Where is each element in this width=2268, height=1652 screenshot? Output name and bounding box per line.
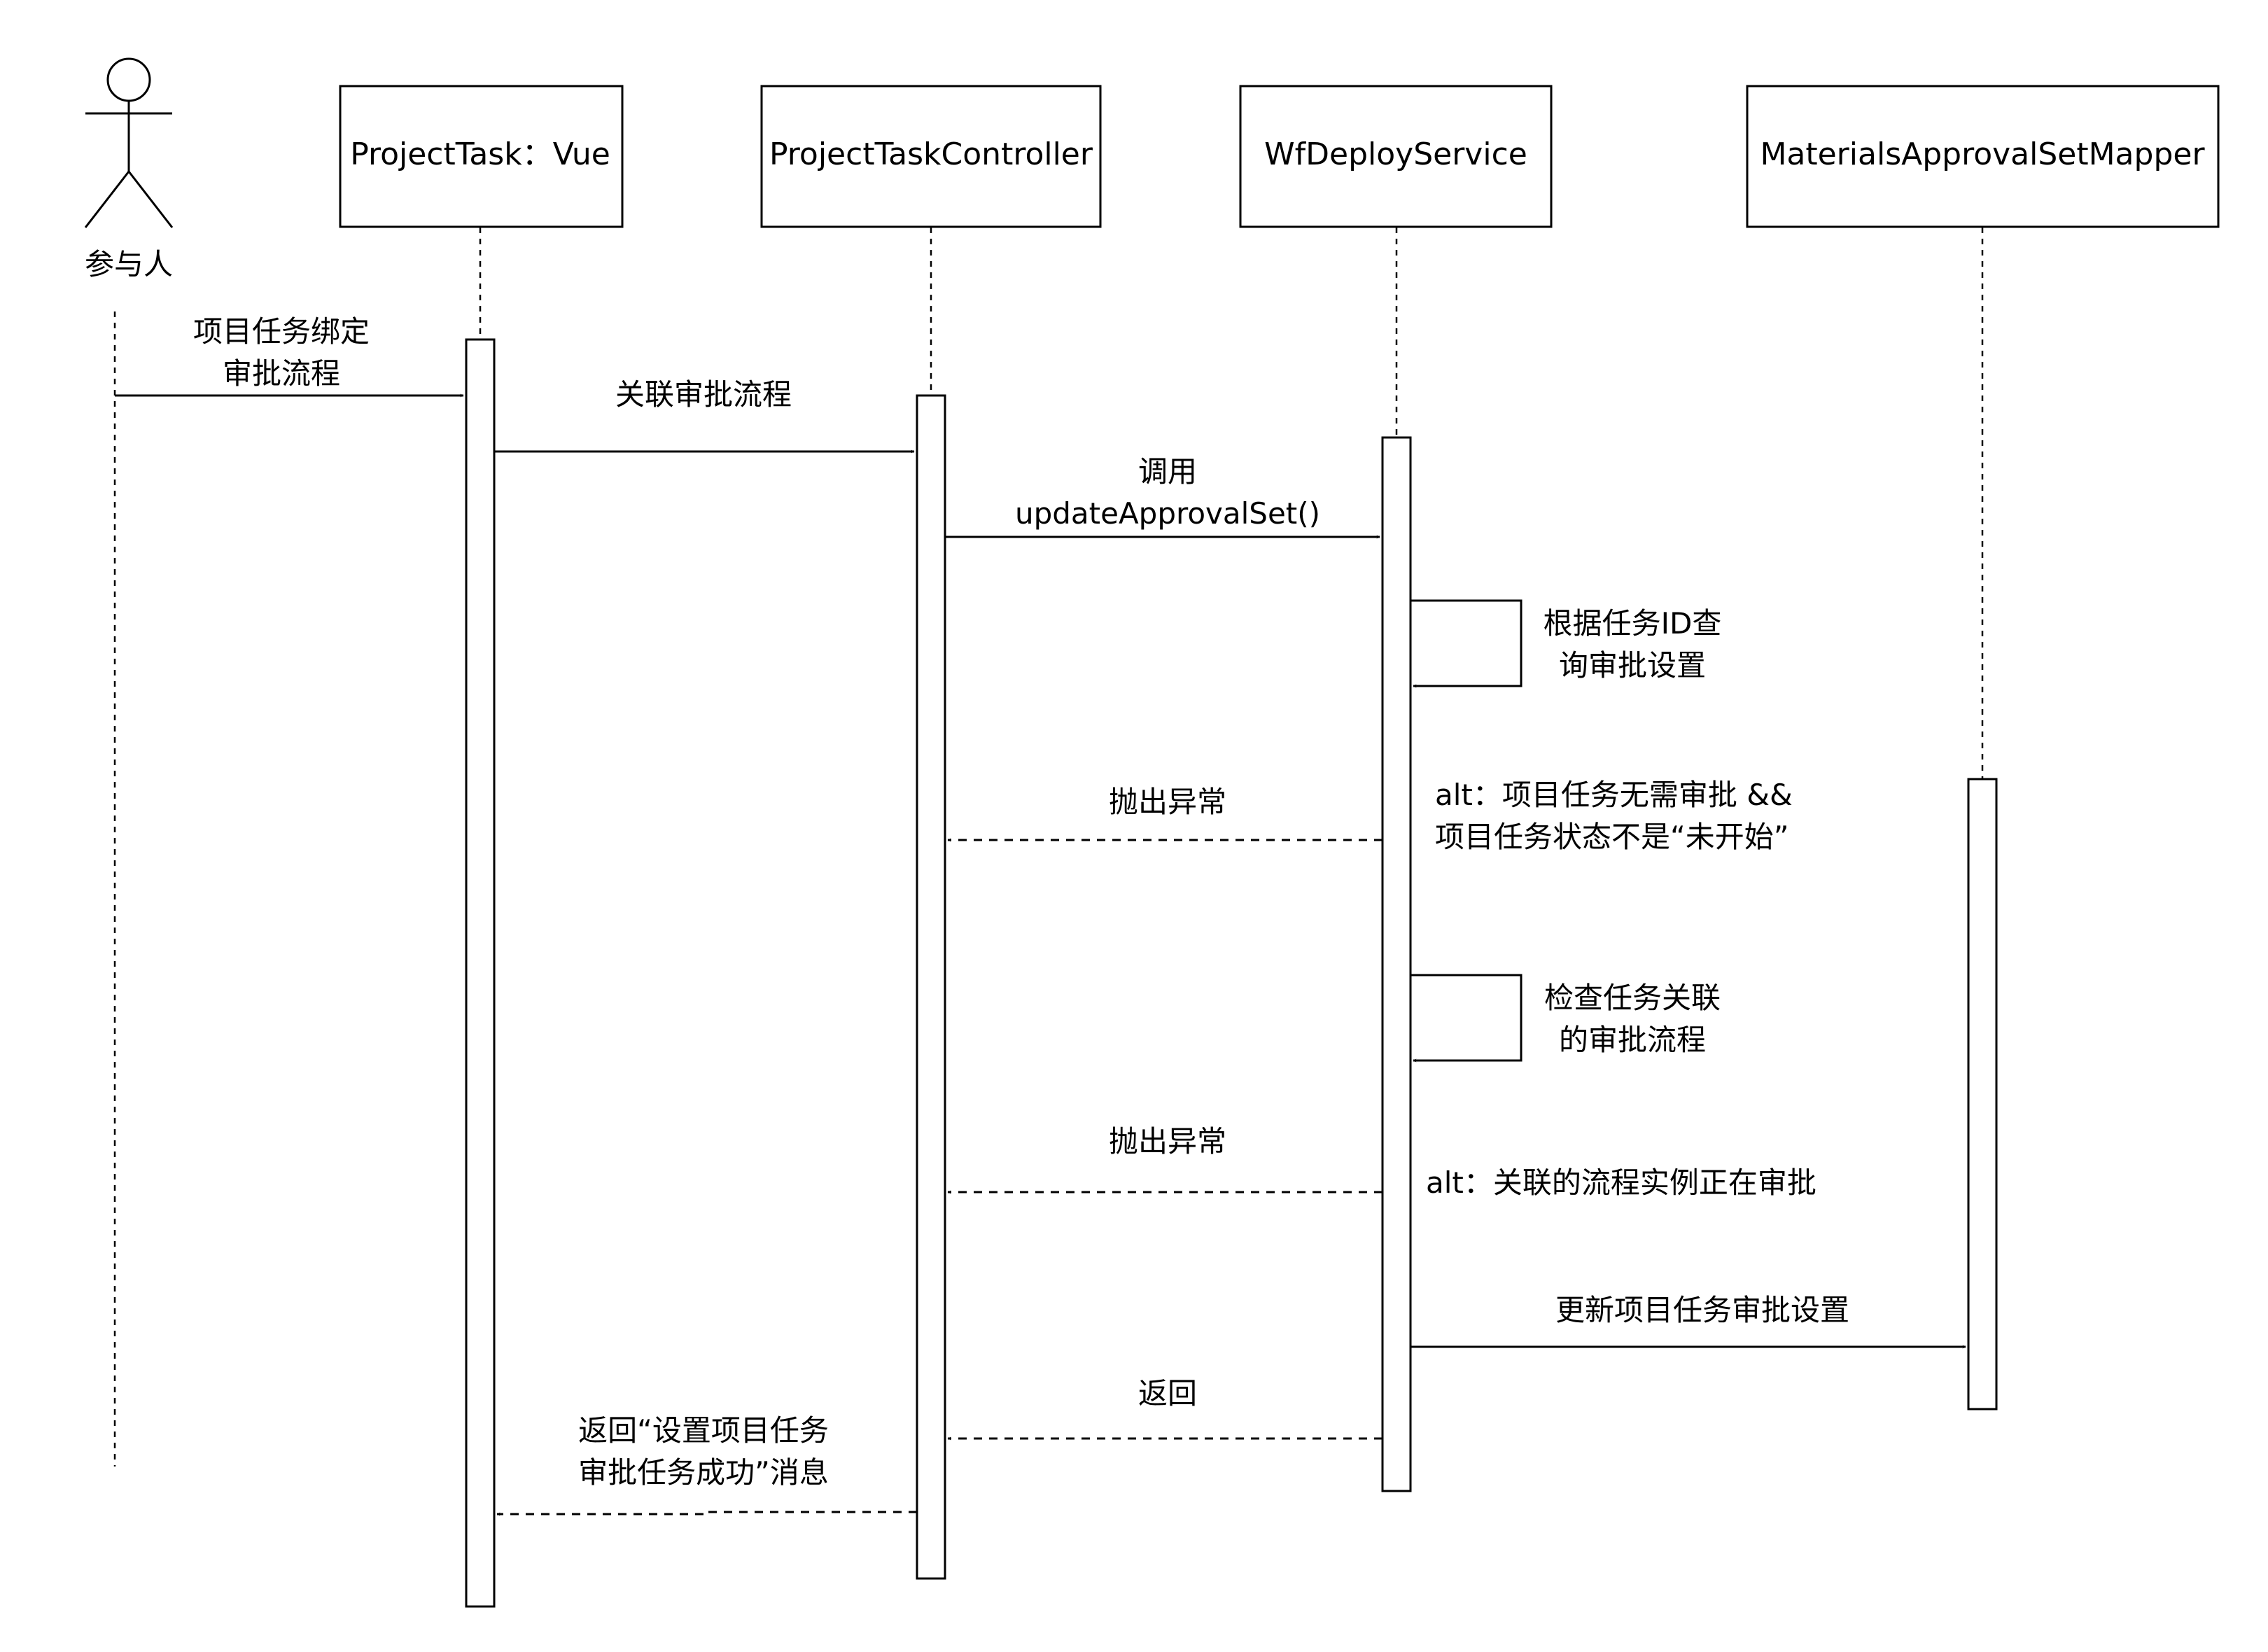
message-throw-exception-2[interactable]: 抛出异常 xyxy=(947,1124,1382,1194)
message-label-line2: updateApprovalSet() xyxy=(1015,496,1320,531)
message-label: 更新项目任务审批设置 xyxy=(1555,1293,1849,1327)
participant-materials-approval-set-mapper[interactable]: MaterialsApprovalSetMapper xyxy=(1746,85,2220,228)
service-activation-bar xyxy=(1381,436,1412,1492)
message-label-line1: 调用 xyxy=(1138,454,1197,489)
message-label-line2: 的审批流程 xyxy=(1559,1023,1706,1057)
participant-wfdeployservice[interactable]: WfDeployService xyxy=(1239,85,1553,228)
participant-projecttask-vue[interactable]: ProjectTask：Vue xyxy=(339,85,624,228)
alt-label-line2: 项目任务状态不是“未开始” xyxy=(1435,820,1789,854)
participant-label: WfDeployService xyxy=(1264,136,1527,172)
mapper-activation-bar xyxy=(1967,778,1998,1410)
participant-label: ProjectTask：Vue xyxy=(350,136,610,172)
message-label-line2: 审批任务成功”消息 xyxy=(578,1455,829,1490)
message-label-line2: 询审批设置 xyxy=(1559,648,1706,682)
controller-activation-bar xyxy=(916,394,946,1580)
alt-label-line1: alt：项目任务无需审批 && xyxy=(1435,778,1793,812)
message-return-success[interactable]: 返回“设置项目任务 审批任务成功”消息 xyxy=(496,1413,917,1516)
participant-label: MaterialsApprovalSetMapper xyxy=(1760,136,2205,172)
participant-label: ProjectTaskController xyxy=(769,136,1093,172)
message-label-line1: 返回“设置项目任务 xyxy=(578,1413,829,1448)
message-label-line1: 检查任务关联 xyxy=(1544,981,1721,1015)
message-label-line1: 项目任务绑定 xyxy=(193,314,370,349)
message-associate-approval-flow[interactable]: 关联审批流程 xyxy=(494,377,915,454)
message-update-approval-settings[interactable]: 更新项目任务审批设置 xyxy=(1410,1293,1966,1349)
message-label: 抛出异常 xyxy=(1109,1124,1226,1158)
message-label-line2: 审批流程 xyxy=(223,356,340,391)
alt-condition-2: alt：关联的流程实例正在审批 xyxy=(1426,1166,1816,1200)
actor-label: 参与人 xyxy=(85,247,173,281)
vue-activation-bar xyxy=(465,338,496,1608)
message-call-update-approval-set[interactable]: 调用 updateApprovalSet() xyxy=(945,454,1380,539)
message-label: 返回 xyxy=(1138,1376,1197,1410)
participant-projecttask-controller[interactable]: ProjectTaskController xyxy=(760,85,1102,228)
message-label: 关联审批流程 xyxy=(615,377,792,412)
self-message-check-approval-flow[interactable]: 检查任务关联 的审批流程 xyxy=(1410,974,1721,1063)
actor-participant[interactable]: 参与人 xyxy=(84,57,174,281)
message-label-line1: 根据任务ID查 xyxy=(1544,606,1722,640)
self-message-query-approval-settings[interactable]: 根据任务ID查 询审批设置 xyxy=(1410,599,1722,688)
message-return[interactable]: 返回 xyxy=(947,1376,1382,1441)
message-throw-exception-1[interactable]: 抛出异常 xyxy=(947,785,1382,842)
actor-head-icon xyxy=(106,57,151,102)
message-bind-approval-flow[interactable]: 项目任务绑定 审批流程 xyxy=(115,314,464,398)
alt-condition-1: alt：项目任务无需审批 && 项目任务状态不是“未开始” xyxy=(1435,778,1793,854)
message-label: 抛出异常 xyxy=(1109,785,1226,819)
